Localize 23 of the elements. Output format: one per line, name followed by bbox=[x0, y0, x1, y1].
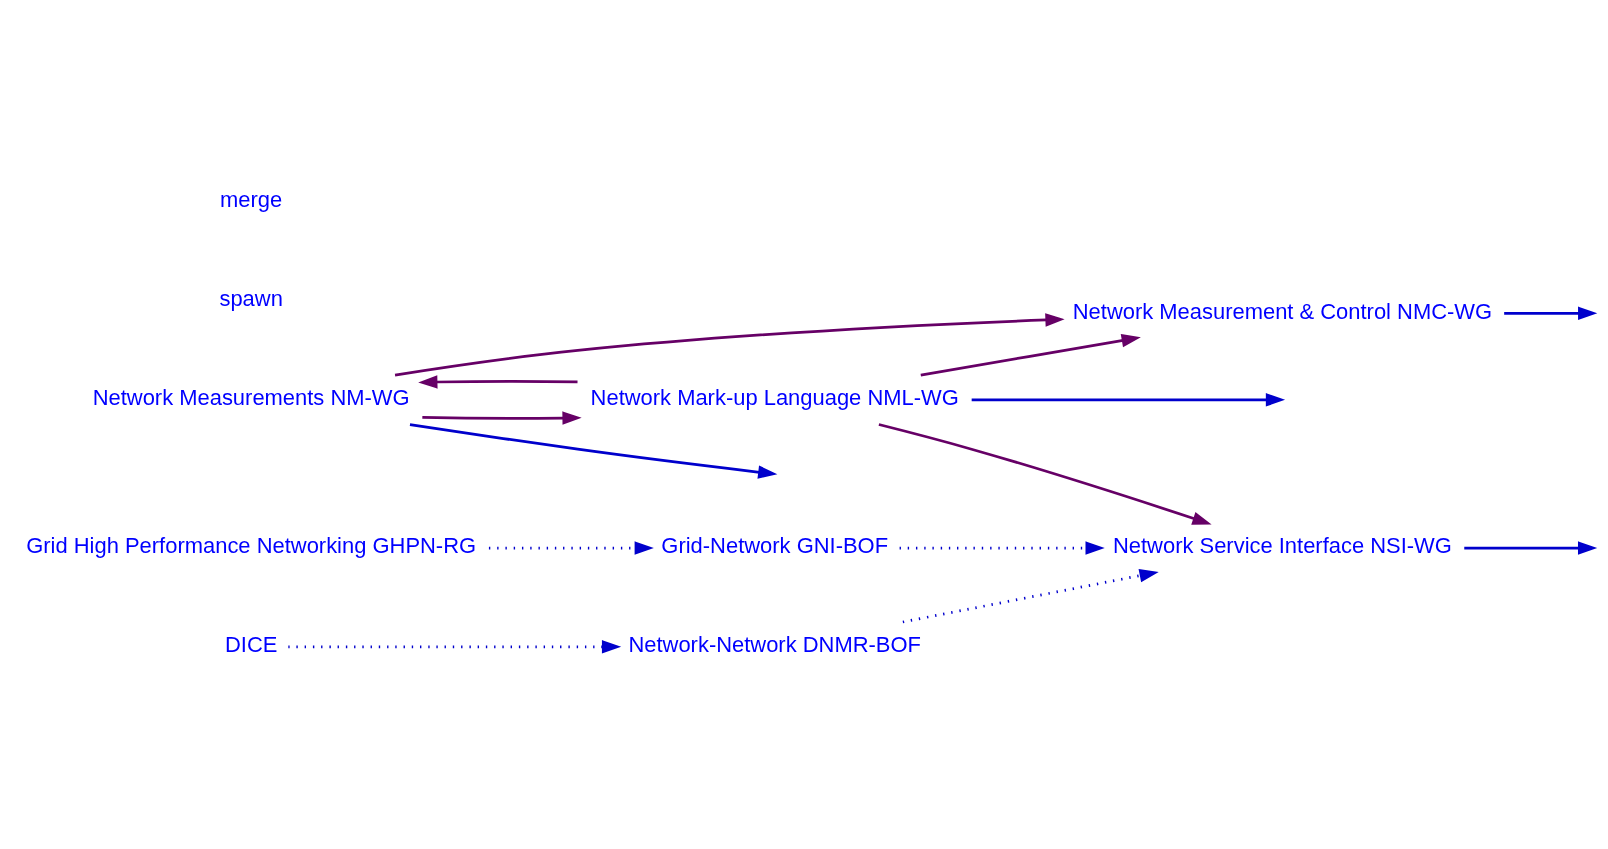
node-text: DICE bbox=[224, 632, 278, 658]
node-text: Network Measurements NM-WG bbox=[92, 385, 410, 411]
arrow bbox=[920, 333, 1141, 377]
label: spawn bbox=[219, 286, 283, 312]
node-text: Network-Network DNMR-BOF bbox=[628, 632, 921, 658]
arrow bbox=[971, 393, 1286, 407]
arrow bbox=[878, 423, 1212, 525]
arrow bbox=[394, 313, 1065, 377]
label: merge bbox=[220, 187, 283, 213]
node-text: Network Mark-up Language NML-WG bbox=[590, 385, 959, 411]
arrow bbox=[1464, 541, 1598, 555]
node-text: Grid-Network GNI-BOF bbox=[661, 533, 889, 559]
arrow bbox=[488, 541, 654, 555]
arrow bbox=[422, 411, 582, 425]
arrow bbox=[902, 569, 1159, 624]
node-text: Grid High Performance Networking GHPN-RG bbox=[26, 533, 477, 559]
arrow bbox=[1504, 306, 1598, 321]
node-text: Network Service Interface NSI-WG bbox=[1112, 533, 1452, 559]
node-text: Network Measurement & Control NMC-WG bbox=[1072, 298, 1493, 324]
arrow bbox=[409, 423, 778, 479]
arrow bbox=[288, 640, 622, 654]
arrow bbox=[418, 375, 578, 389]
arrow bbox=[899, 541, 1105, 555]
